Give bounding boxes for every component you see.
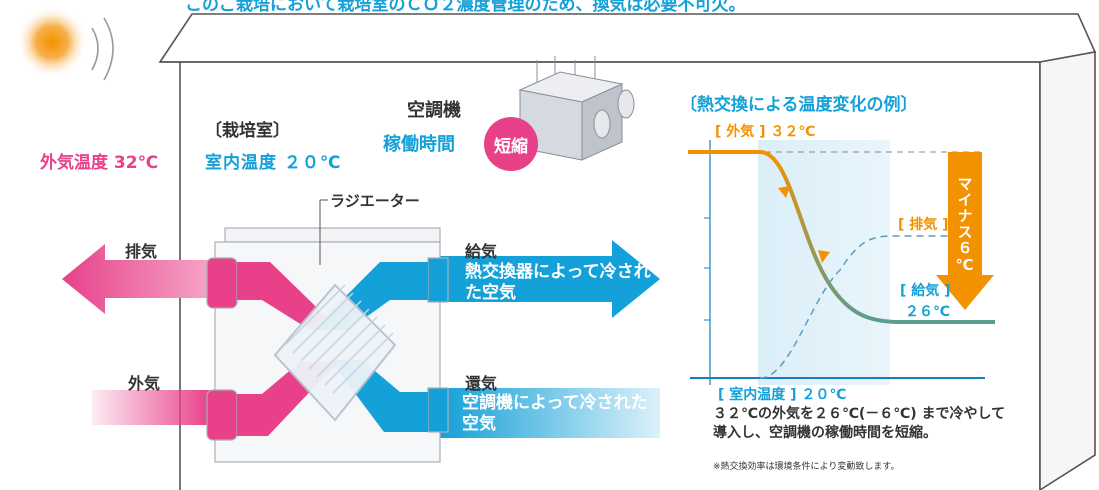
graph-title: 〔熱交換による温度変化の例〕 — [680, 95, 918, 115]
ac-runtime: 稼働時間 — [383, 134, 455, 155]
room-title: 〔栽培室〕 — [205, 121, 290, 141]
summary-line-1: ３２℃の外気を２６℃(－６℃) まで冷やして — [713, 406, 1006, 422]
air-conditioner-unit — [518, 56, 635, 161]
supply-description: 熱交換器によって冷された空気 — [465, 262, 651, 303]
graph-outside-label: [ 外気 ] ３２℃ — [715, 124, 816, 140]
radiator-label: ラジエーター — [330, 192, 420, 210]
graph-supply-label: [ 給気 ] — [900, 283, 951, 299]
top-caption: このご栽培において栽培室のＣＯ２濃度管理のため、換気は必要不可欠。 — [185, 0, 746, 15]
outside-temperature: 外気温度 32℃ — [40, 153, 159, 173]
graph-supply-value: ２６℃ — [905, 304, 950, 320]
ac-title: 空調機 — [407, 100, 461, 121]
shorten-badge: 短縮 — [484, 117, 538, 171]
exhaust-arrow — [62, 244, 210, 314]
return-title: 還気 — [465, 374, 498, 393]
outside-air-label: 外気 — [128, 374, 161, 393]
graph-exhaust-label: [ 排気 ] — [898, 217, 949, 233]
exhaust-temp-curve — [759, 235, 955, 379]
minus-arrow — [936, 152, 994, 310]
return-arrow — [440, 388, 660, 438]
exhaust-label: 排気 — [125, 242, 158, 261]
room-temperature: 室内温度 ２０℃ — [205, 153, 342, 173]
supply-temp-curve — [688, 150, 995, 324]
supply-arrow — [440, 240, 660, 318]
radiator-fins — [273, 283, 397, 422]
footnote: ※熱交換効率は環境条件により変動致します。 — [713, 462, 900, 472]
sun-icon — [16, 6, 114, 81]
building-outline — [158, 13, 1097, 490]
outside-air-arrow — [92, 390, 210, 425]
summary-note: ３２℃の外気を２６℃(－６℃) まで冷やして 導入し、空調機の稼働時間を短縮。 — [713, 405, 1005, 443]
summary-line-2: 導入し、空調機の稼働時間を短縮。 — [713, 425, 937, 441]
return-description: 空調機によって冷された空気 — [462, 393, 648, 434]
graph-minus-label: マイナス６℃ — [955, 175, 974, 275]
supply-title: 給気 — [465, 242, 498, 261]
temperature-graph — [688, 140, 995, 385]
graph-room-label: [ 室内温度 ] ２０℃ — [718, 387, 847, 403]
